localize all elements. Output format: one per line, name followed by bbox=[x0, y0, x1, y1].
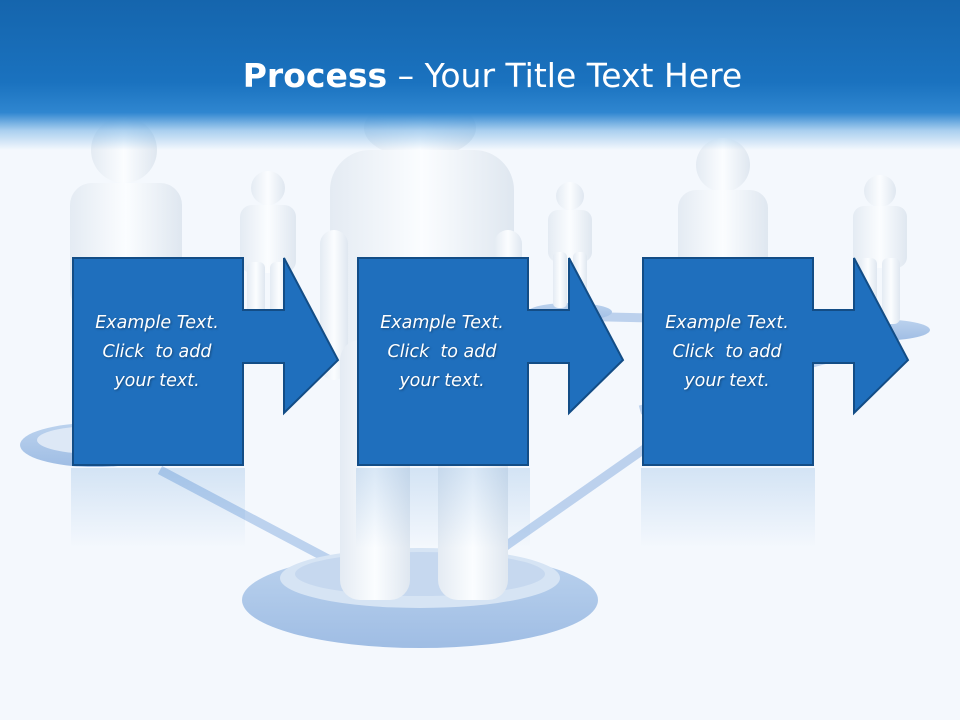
step-2-line-2: Click to add bbox=[387, 342, 497, 362]
step-1-text[interactable]: Example Text. Click to add your text. bbox=[72, 309, 242, 396]
step-arrow-shape bbox=[642, 257, 910, 466]
step-arrow-shape bbox=[72, 257, 340, 466]
step-2-line-1: Example Text. bbox=[380, 313, 504, 333]
step-1-line-3: your text. bbox=[114, 371, 200, 391]
title-dash: – bbox=[387, 56, 425, 95]
step-1-reflection bbox=[71, 468, 245, 548]
step-3-reflection bbox=[641, 468, 815, 548]
step-3-text[interactable]: Example Text. Click to add your text. bbox=[642, 309, 812, 396]
step-2-line-3: your text. bbox=[399, 371, 485, 391]
slide-title[interactable]: Process – Your Title Text Here bbox=[0, 56, 960, 96]
step-2-text[interactable]: Example Text. Click to add your text. bbox=[357, 309, 527, 396]
title-header bbox=[0, 0, 960, 150]
step-1-line-1: Example Text. bbox=[95, 313, 219, 333]
step-3-line-1: Example Text. bbox=[665, 313, 789, 333]
step-3-line-2: Click to add bbox=[672, 342, 782, 362]
step-arrow-shape bbox=[357, 257, 625, 466]
title-rest: Your Title Text Here bbox=[424, 56, 743, 95]
step-3-line-3: your text. bbox=[684, 371, 770, 391]
step-1-line-2: Click to add bbox=[102, 342, 212, 362]
title-bold: Process bbox=[242, 56, 388, 95]
step-2-reflection bbox=[356, 468, 530, 548]
